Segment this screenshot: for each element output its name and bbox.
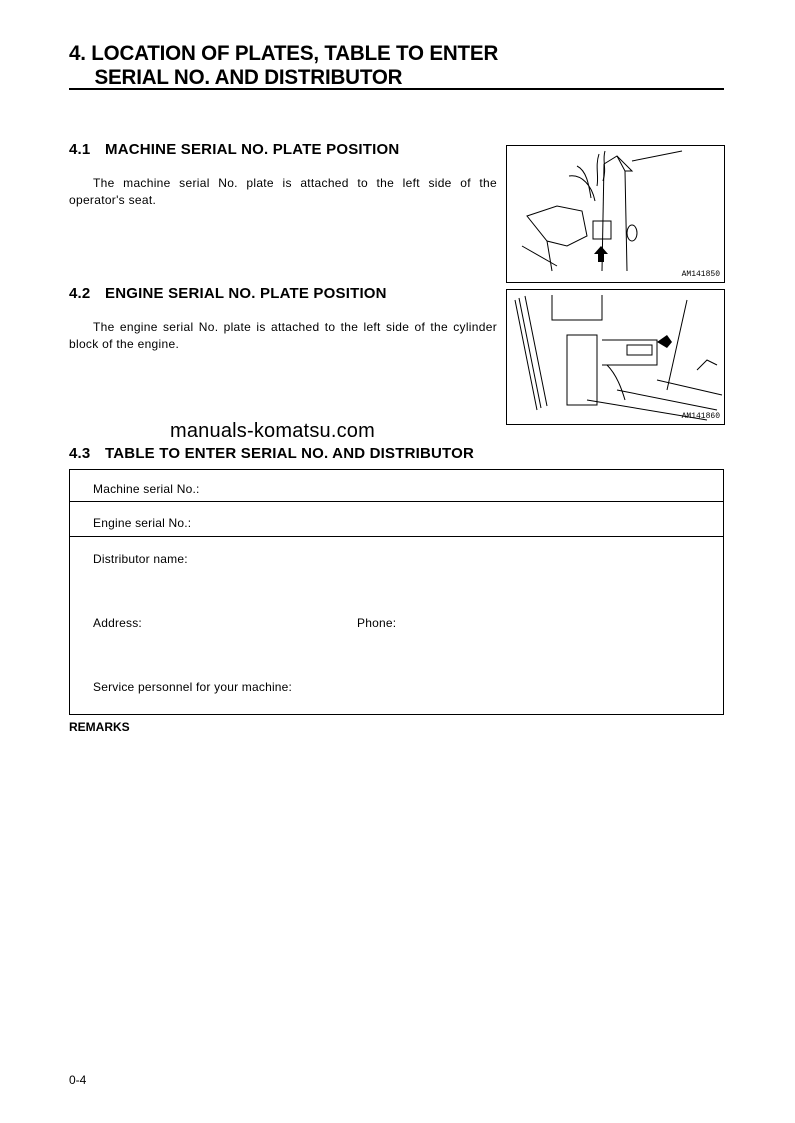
watermark: manuals-komatsu.com [170, 420, 375, 442]
section-4-1-heading: 4.1 MACHINE SERIAL NO. PLATE POSITION [69, 141, 399, 158]
service-personnel-label: Service personnel for your machine: [93, 680, 293, 694]
address-label: Address: [93, 616, 142, 630]
title-underline [69, 88, 724, 90]
page-title-line2: SERIAL NO. AND DISTRIBUTOR [94, 66, 403, 89]
seat-plate-illustration-icon [521, 150, 683, 272]
serial-distributor-table: Machine serial No.: Engine serial No.: D… [69, 469, 724, 715]
machine-serial-plate-figure: AM141850 [506, 145, 725, 283]
engine-illustration-icon [514, 295, 723, 421]
section-4-3-heading: 4.3 TABLE TO ENTER SERIAL NO. AND DISTRIB… [69, 445, 474, 462]
engine-serial-label: Engine serial No.: [93, 516, 192, 530]
section-body-text: The engine serial No. plate is attached … [69, 320, 497, 351]
section-4-2-body: The engine serial No. plate is attached … [69, 319, 497, 353]
section-title: MACHINE SERIAL NO. PLATE POSITION [105, 141, 400, 158]
remarks-heading: REMARKS [69, 720, 130, 734]
engine-serial-plate-figure: AM141860 [506, 289, 725, 425]
section-number: 4.2 [69, 285, 91, 302]
page-number: 0-4 [69, 1073, 87, 1087]
figure-id: AM141850 [681, 270, 720, 279]
section-body-text: The machine serial No. plate is attached… [69, 176, 497, 207]
page-title: 4. LOCATION OF PLATES, TABLE TO ENTER SE… [69, 42, 498, 90]
section-4-2-heading: 4.2 ENGINE SERIAL NO. PLATE POSITION [69, 285, 387, 302]
section-number: 4.1 [69, 141, 91, 158]
section-title: ENGINE SERIAL NO. PLATE POSITION [105, 285, 387, 302]
section-4-1-body: The machine serial No. plate is attached… [69, 175, 497, 209]
page-title-line1: 4. LOCATION OF PLATES, TABLE TO ENTER [69, 42, 499, 65]
phone-label: Phone: [357, 616, 397, 630]
engine-serial-row: Engine serial No.: [70, 502, 723, 537]
machine-serial-label: Machine serial No.: [93, 482, 200, 496]
distributor-name-label: Distributor name: [93, 552, 188, 566]
machine-serial-row: Machine serial No.: [70, 470, 723, 502]
figure-id: AM141860 [681, 412, 720, 421]
section-title: TABLE TO ENTER SERIAL NO. AND DISTRIBUTO… [105, 445, 475, 462]
section-number: 4.3 [69, 445, 91, 462]
